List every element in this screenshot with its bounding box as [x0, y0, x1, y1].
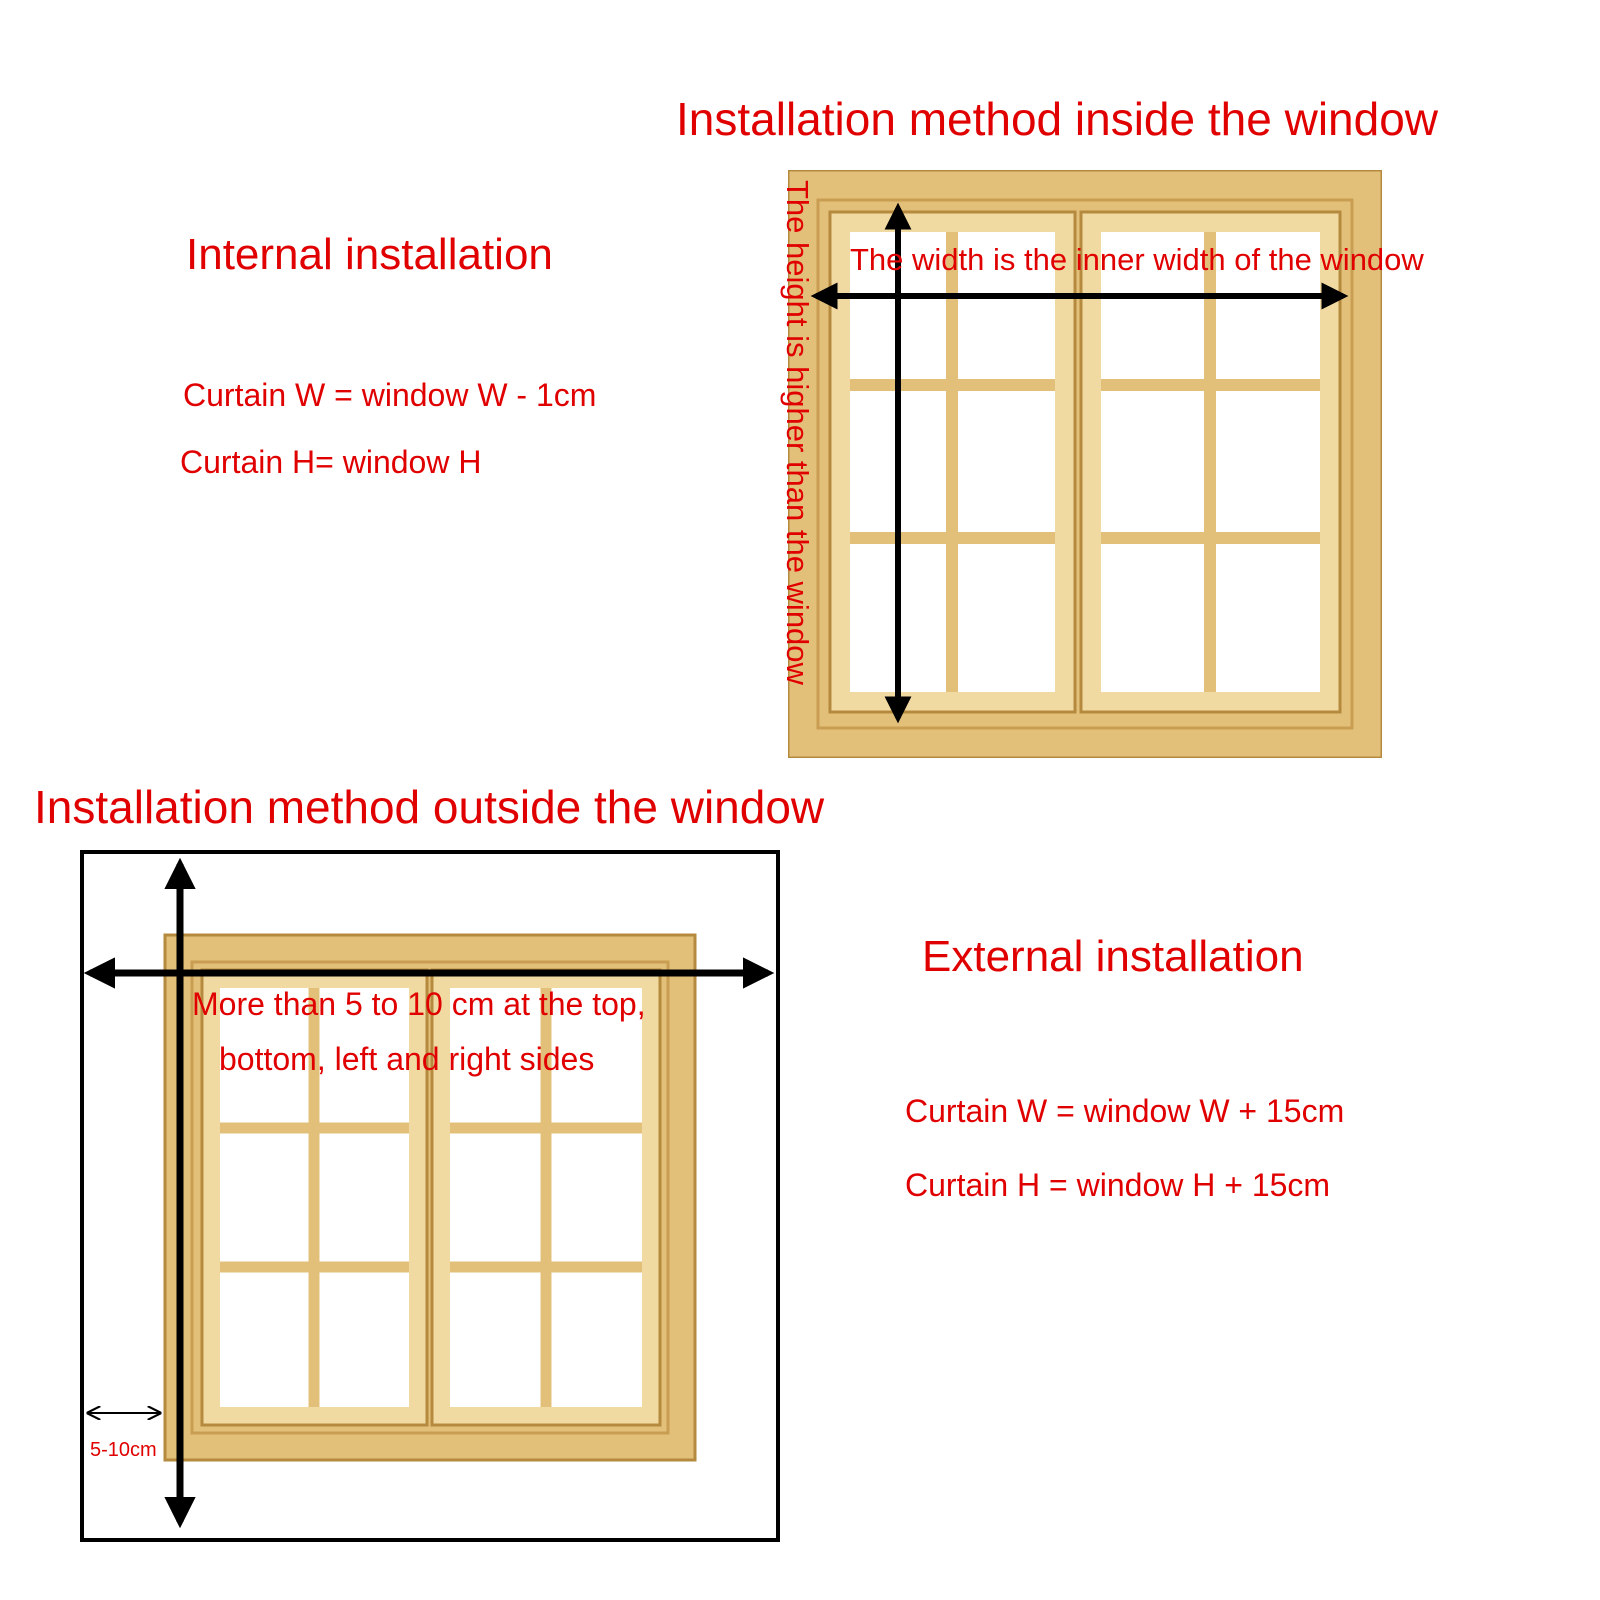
internal-installation-title: Internal installation [186, 230, 553, 279]
inside-method-heading: Installation method inside the window [676, 93, 1439, 145]
inside-window-illustration [788, 170, 1382, 758]
external-width-formula: Curtain W = window W + 15cm [905, 1093, 1345, 1129]
outside-window-illustration [80, 850, 780, 1542]
width-note: The width is the inner width of the wind… [850, 242, 1424, 277]
internal-height-formula: Curtain H= window H [180, 444, 482, 480]
external-height-formula: Curtain H = window H + 15cm [905, 1167, 1331, 1203]
gap-label: 5-10cm [90, 1439, 157, 1461]
margin-note-line2: bottom, left and right sides [219, 1041, 595, 1077]
internal-width-formula: Curtain W = window W - 1cm [183, 377, 597, 413]
external-installation-title: External installation [922, 932, 1304, 981]
outside-method-heading: Installation method outside the window [34, 781, 825, 833]
height-note-vertical: The height is higher than the window [780, 180, 815, 685]
margin-note-line1: More than 5 to 10 cm at the top, [192, 986, 646, 1022]
